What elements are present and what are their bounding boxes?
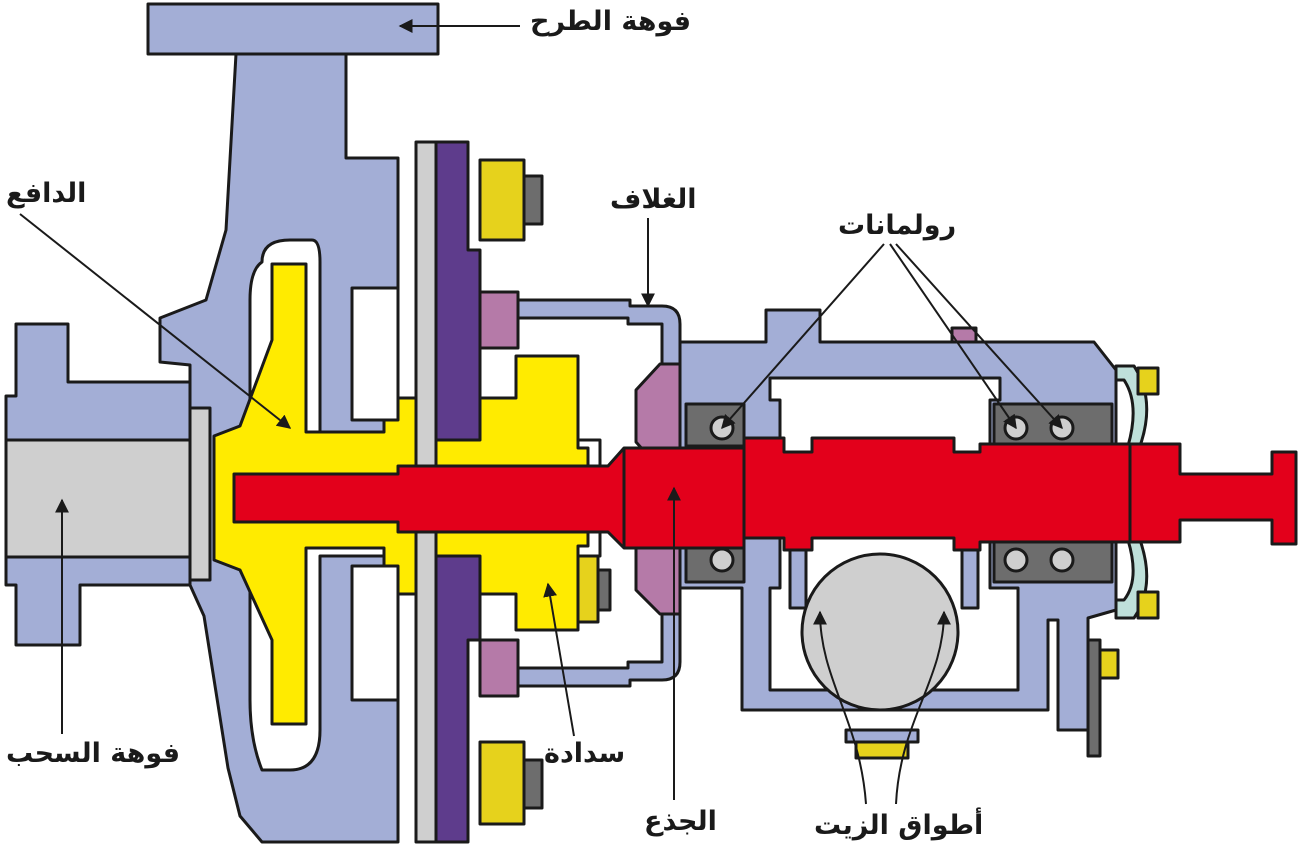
ball-5	[1003, 547, 1029, 573]
bolt-bottom	[478, 740, 526, 826]
foot-plate	[1086, 638, 1102, 758]
bolt-top-head	[522, 174, 544, 226]
ball-2	[709, 547, 735, 573]
lantern-tube	[516, 298, 682, 688]
leader-bearing-1	[721, 243, 885, 430]
label-seal: سدادة	[544, 738, 626, 769]
leader-oil-ring-1	[813, 610, 867, 805]
leader-bearing-3	[895, 243, 1063, 430]
cover-bolt-bottom	[1136, 590, 1160, 620]
leader-impeller	[19, 213, 292, 429]
seal-plate	[434, 140, 482, 844]
impeller-nut	[576, 554, 600, 624]
gland-bottom	[478, 638, 520, 698]
leader-bearing-2	[889, 243, 1017, 430]
leader-seal	[543, 582, 575, 737]
leader-oil-ring-2	[895, 610, 951, 805]
oil-ring-guide-right	[960, 546, 980, 610]
oil-ring-guide-left	[788, 546, 808, 610]
label-suction-nozzle: فوهة السحب	[6, 738, 181, 769]
wear-plate	[188, 406, 212, 582]
label-impeller: الدافع	[6, 178, 87, 209]
casing-window-top	[350, 286, 400, 422]
bolt-top	[478, 158, 526, 242]
label-bearings: رولمانات	[838, 210, 957, 241]
ball-6	[1049, 547, 1075, 573]
bolt-bottom-head	[522, 758, 544, 810]
discharge-flange	[146, 2, 440, 56]
cover-bolt-top	[1136, 366, 1160, 396]
drain-plug	[854, 740, 910, 760]
shaft	[232, 436, 1298, 552]
oil-sump	[800, 552, 960, 712]
label-casing: الغلاف	[610, 184, 697, 215]
label-oil-rings: أطواق الزيت	[814, 810, 984, 841]
casing-window-bottom	[350, 564, 400, 702]
foot-bolt	[1098, 648, 1120, 680]
label-discharge-nozzle: فوهة الطرح	[530, 6, 692, 37]
suction-bore	[4, 438, 194, 559]
label-shaft: الجذع	[644, 806, 717, 837]
gland-top	[478, 290, 520, 350]
impeller-nut-head	[596, 568, 612, 612]
